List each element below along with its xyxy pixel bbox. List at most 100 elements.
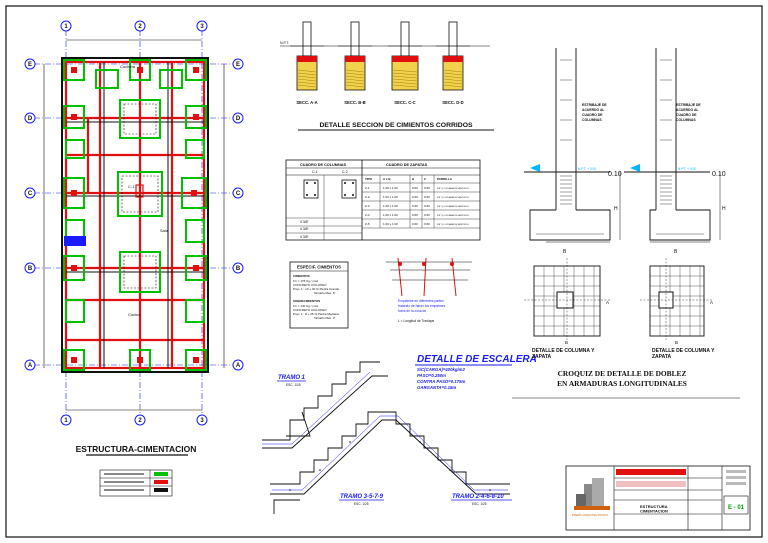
tramo3-label: TRAMO 2-4-6-8-10 (452, 494, 504, 500)
zapata-col-head: A x B (383, 177, 391, 181)
zapata-cell: 0.60 (424, 204, 430, 208)
npt-left: N.P.T. + 0.00 (578, 167, 596, 171)
zapata-cell: 0.60 (424, 213, 430, 217)
dim-b2-right: B (675, 340, 678, 345)
dim-b-right: B (674, 249, 678, 255)
zapata-cell: Z-4 (365, 213, 370, 217)
axis-label-1-bottom: 1 (64, 418, 68, 424)
room-label-cochera: Cochera (120, 64, 136, 69)
axis-bubbles-top (60, 20, 208, 426)
tramo3-scale: ESC. 1/25 (472, 502, 487, 506)
col-head-c2: C-2 (342, 170, 348, 174)
stair-block (64, 236, 86, 246)
axis-label-2: 2 (138, 24, 142, 30)
dim-a-right: A (710, 300, 713, 305)
axis-label-e: E (28, 62, 32, 68)
cimiento-section: SECC. B-B (338, 21, 372, 105)
tramo2-label: TRAMO 3-5-7-9 (340, 494, 384, 500)
cimiento-section: SECC. A-A (290, 21, 324, 105)
col-row-1: 4 3/8" (300, 220, 310, 224)
plan-legend (99, 469, 173, 497)
specs-box: ESPECIF. CIMIENTOS CIMIENTOS F'c = 175 K… (289, 261, 349, 329)
plan-title: ESTRUCTURA-CIMENTACION (76, 444, 197, 454)
axis-label-b: B (28, 266, 33, 272)
npt-right: N.P.T. + 0.00 (678, 167, 696, 171)
axis-label-e-right: E (236, 62, 240, 68)
npt-label: N.P.T. (280, 41, 289, 45)
col-row-3: 4 3/8" (300, 235, 310, 239)
specs-sobre-line-3: Prop. 1 : 8 + 25 % Piedra Mediana (293, 312, 339, 316)
axis-label-c-right: C (236, 191, 241, 197)
section-label: SECC. C-C (394, 100, 415, 105)
stair-title: DETALLE DE ESCALERA (417, 354, 537, 365)
section-label: SECC. A-A (296, 100, 317, 105)
zapatas-title: CUADRO DE ZAPATAS (386, 163, 428, 167)
zapata-cell: 1.00 x 1.00 (383, 186, 398, 190)
firm-name: DISEÑO ARQUITECTONICO (572, 512, 609, 517)
dim-h-right: H (722, 206, 726, 212)
zapata-cell: 1.00 x 1.00 (383, 195, 398, 199)
axis-label-a: A (28, 363, 33, 369)
stair-spec-1: S/C(CARGA)=400kg/m2 (417, 367, 465, 372)
dim-a-left: A (606, 300, 609, 305)
zapata-cell: 3/8" @ 0.20 AMBOS SENTIDOS (437, 187, 469, 190)
zapata-cell: 0.60 (412, 213, 418, 217)
room-label-cocina: Cocina (128, 312, 141, 317)
room-label-c1: C-1 (128, 184, 135, 189)
specs-sobre-line-2: CONCRETO CICLOPEO (293, 308, 327, 312)
specs-sobre-line-1: F'c = 140 Kg / cm2 (293, 304, 318, 308)
zapata-cell: Z-1 (365, 186, 370, 190)
col-row-2: 4 3/8" (300, 227, 310, 231)
cimientos-sections: SECC. A-A SECC. B-B SECC. C-C SECC. D-D DET… (280, 21, 494, 131)
tramo1-label: TRAMO 1 (278, 375, 306, 381)
zapata-col-head: PARRILLA (437, 177, 453, 181)
zapata-cell: 3/8" @ 0.20 AMBOS SENTIDOS (437, 196, 469, 199)
dim-b-left: B (563, 249, 567, 255)
stair-spec-2: PASO=0.250m (417, 373, 446, 378)
specs-cim-line-1: F'c = 175 Kg / cm2 (293, 279, 318, 283)
dim-010-right: 0.10 (712, 171, 726, 178)
zapata-cell: 3/8" @ 0.20 AMBOS SENTIDOS (437, 223, 469, 226)
col-head-c1: C-1 (312, 170, 318, 174)
columnas-title: CUADRO DE COLUMNAS (300, 163, 346, 167)
axis-label-d-right: D (236, 116, 241, 122)
dim-b2-left: B (565, 340, 568, 345)
zapata-cell: 1.00 x 1.00 (383, 222, 398, 226)
dim-010-left: 0.10 (608, 171, 622, 178)
zapata-cell: 3/8" @ 0.20 AMBOS SENTIDOS (437, 214, 469, 217)
zapata-cell: 0.60 (424, 222, 430, 226)
column-footing-tables: CUADRO DE COLUMNAS CUADRO DE ZAPATAS C-1… (285, 159, 481, 241)
zapata-cell: Z-3 (365, 204, 370, 208)
zapata-col-head: H (412, 177, 414, 181)
splice-formula: L = Longitud de Traslape (398, 319, 434, 323)
firm-logo: DISEÑO ARQUITECTONICO (572, 478, 610, 517)
axis-label-1: 1 (64, 24, 68, 30)
zapata-cell: 1.00 x 1.00 (383, 204, 398, 208)
axis-label-a-right: A (236, 363, 241, 369)
zapata-cell: Z-2 (365, 195, 370, 199)
stair-detail: DETALLE DE ESCALERA S/C(CARGA)=400kg/m2 … (262, 354, 537, 514)
section-label: SECC. B-B (344, 100, 365, 105)
sheet-border (5, 5, 763, 538)
axis-label-3-bottom: 3 (200, 418, 204, 424)
section-label: SECC. D-D (442, 100, 463, 105)
zapata-cell: 0.60 (424, 195, 430, 199)
sheet-number: E - 01 (728, 505, 745, 511)
cimiento-section: SECC. C-C (388, 21, 422, 105)
zapata-cell: 3/8" @ 0.20 AMBOS SENTIDOS (437, 205, 469, 208)
tramo1-scale: ESC. 1/25 (286, 383, 301, 387)
dim-h-left: H (614, 206, 618, 212)
zapata-cell: 1.00 x 1.00 (383, 213, 398, 217)
axis-label-b-right: B (236, 266, 241, 272)
specs-cim-line-3: Prop. 1 : 10 + 30 % Piedra Grande (293, 287, 339, 291)
zapata-col-head: TIPO (365, 177, 373, 181)
specs-cim-line-4: Tamaño Max. 6" (314, 291, 336, 295)
cimientos-title: DETALLE SECCION DE CIMIENTOS CORRIDOS (319, 122, 473, 129)
